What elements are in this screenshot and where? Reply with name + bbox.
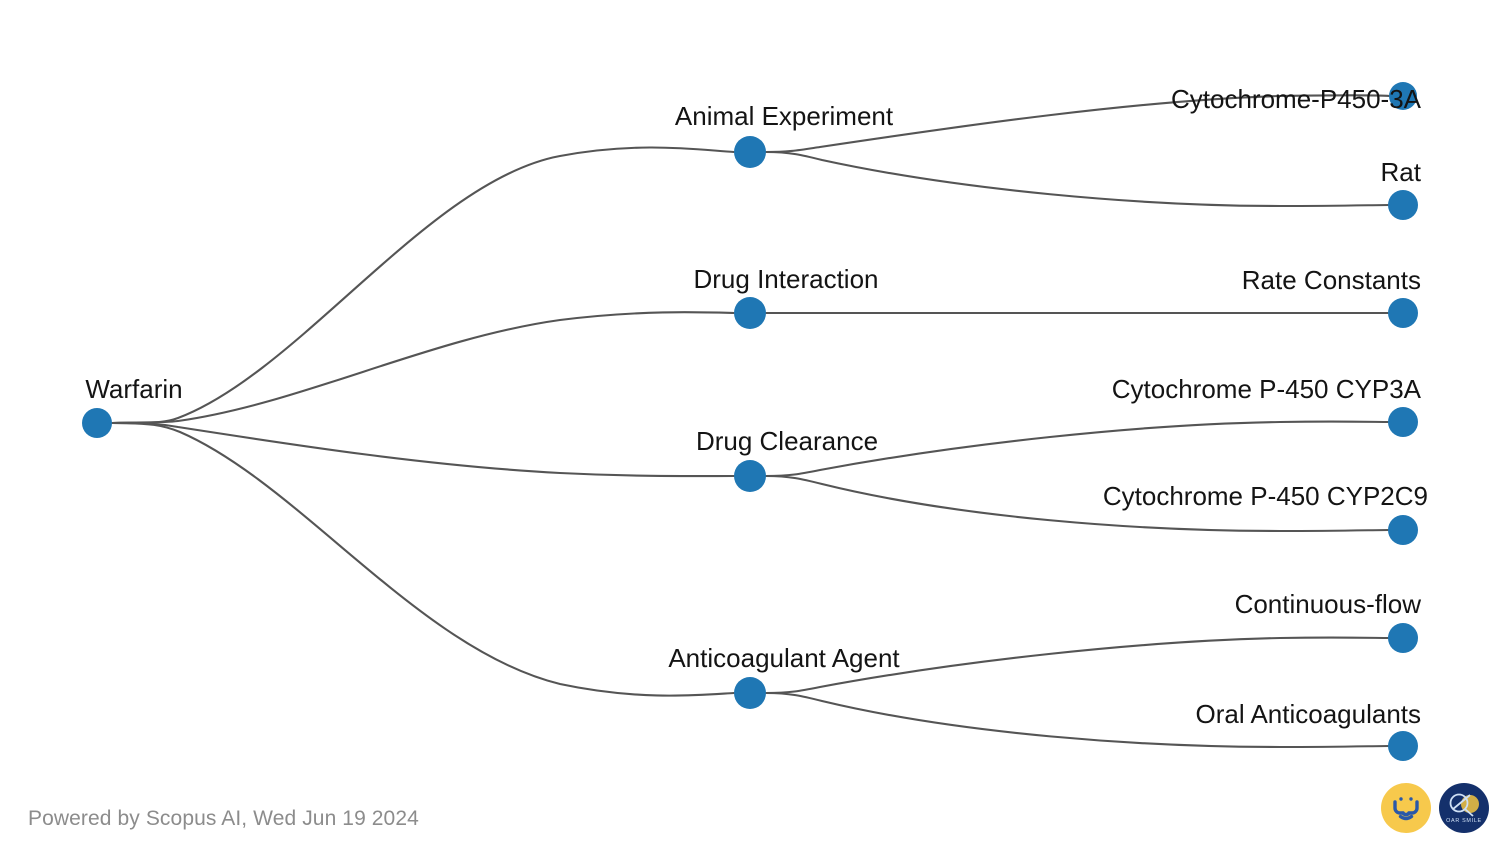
edge-animal-exp-to-rat <box>764 150 1391 208</box>
node-dot-cyp450-3a[interactable] <box>1389 82 1417 110</box>
ubu-logo-mark <box>1393 797 1419 821</box>
node-dot-rate-constants[interactable] <box>1388 298 1418 328</box>
ubu-logo <box>1381 783 1431 833</box>
node-label-rate-constants: Rate Constants <box>1242 265 1421 295</box>
edge-drug-clearance-to-cyp-p450-cyp3a <box>764 420 1391 478</box>
node-drug-clearance[interactable]: Drug Clearance <box>696 426 878 492</box>
node-label-rat: Rat <box>1381 157 1422 187</box>
node-dot-anticoag-agent[interactable] <box>734 677 766 709</box>
edge-drug-clearance-to-cyp-p450-cyp2c9 <box>764 474 1391 533</box>
node-label-cyp-p450-cyp3a: Cytochrome P-450 CYP3A <box>1112 374 1422 404</box>
node-anticoag-agent[interactable]: Anticoagulant Agent <box>668 643 900 709</box>
node-label-cyp450-3a: Cytochrome-P450-3A <box>1171 84 1422 114</box>
node-cyp-p450-cyp2c9[interactable]: Cytochrome P-450 CYP2C9 <box>1103 481 1428 545</box>
edge-warfarin-to-drug-clearance <box>110 421 736 478</box>
node-rate-constants[interactable]: Rate Constants <box>1242 265 1421 328</box>
edges-layer <box>110 94 1392 749</box>
node-label-oral-anticoag: Oral Anticoagulants <box>1196 699 1421 729</box>
node-dot-drug-clearance[interactable] <box>734 460 766 492</box>
oar-smile-logo-mark: OAR SMILE <box>1446 793 1482 824</box>
node-label-drug-interact: Drug Interaction <box>694 264 879 294</box>
node-animal-exp[interactable]: Animal Experiment <box>675 101 894 168</box>
node-dot-oral-anticoag[interactable] <box>1388 731 1418 761</box>
node-oral-anticoag[interactable]: Oral Anticoagulants <box>1196 699 1421 761</box>
node-continuous-flow[interactable]: Continuous-flow <box>1235 589 1422 653</box>
logo-strip: OAR SMILE <box>1381 783 1489 833</box>
edge-animal-exp-to-cyp450-3a <box>764 94 1392 154</box>
node-dot-rat[interactable] <box>1388 190 1418 220</box>
node-label-cyp-p450-cyp2c9: Cytochrome P-450 CYP2C9 <box>1103 481 1428 511</box>
node-warfarin[interactable]: Warfarin <box>82 374 183 438</box>
node-label-continuous-flow: Continuous-flow <box>1235 589 1422 619</box>
node-label-warfarin: Warfarin <box>85 374 182 404</box>
node-dot-continuous-flow[interactable] <box>1388 623 1418 653</box>
edge-warfarin-to-anticoag-agent <box>110 421 736 697</box>
node-drug-interact[interactable]: Drug Interaction <box>694 264 879 329</box>
node-label-anticoag-agent: Anticoagulant Agent <box>668 643 900 673</box>
node-label-animal-exp: Animal Experiment <box>675 101 894 131</box>
node-dot-cyp-p450-cyp2c9[interactable] <box>1388 515 1418 545</box>
node-rat[interactable]: Rat <box>1381 157 1422 220</box>
edge-warfarin-to-drug-interact <box>110 311 736 425</box>
node-cyp450-3a[interactable]: Cytochrome-P450-3A <box>1171 82 1422 114</box>
oar-smile-logo: OAR SMILE <box>1439 783 1489 833</box>
edge-anticoag-agent-to-continuous-flow <box>764 636 1391 695</box>
node-dot-cyp-p450-cyp3a[interactable] <box>1388 407 1418 437</box>
powered-by-credit: Powered by Scopus AI, Wed Jun 19 2024 <box>28 807 419 830</box>
edge-warfarin-to-animal-exp <box>110 146 736 425</box>
edge-anticoag-agent-to-oral-anticoag <box>764 691 1391 749</box>
node-label-drug-clearance: Drug Clearance <box>696 426 878 456</box>
node-dot-animal-exp[interactable] <box>734 136 766 168</box>
node-cyp-p450-cyp3a[interactable]: Cytochrome P-450 CYP3A <box>1112 374 1422 437</box>
node-dot-drug-interact[interactable] <box>734 297 766 329</box>
node-dot-warfarin[interactable] <box>82 408 112 438</box>
oar-smile-caption: OAR SMILE <box>1446 818 1482 824</box>
